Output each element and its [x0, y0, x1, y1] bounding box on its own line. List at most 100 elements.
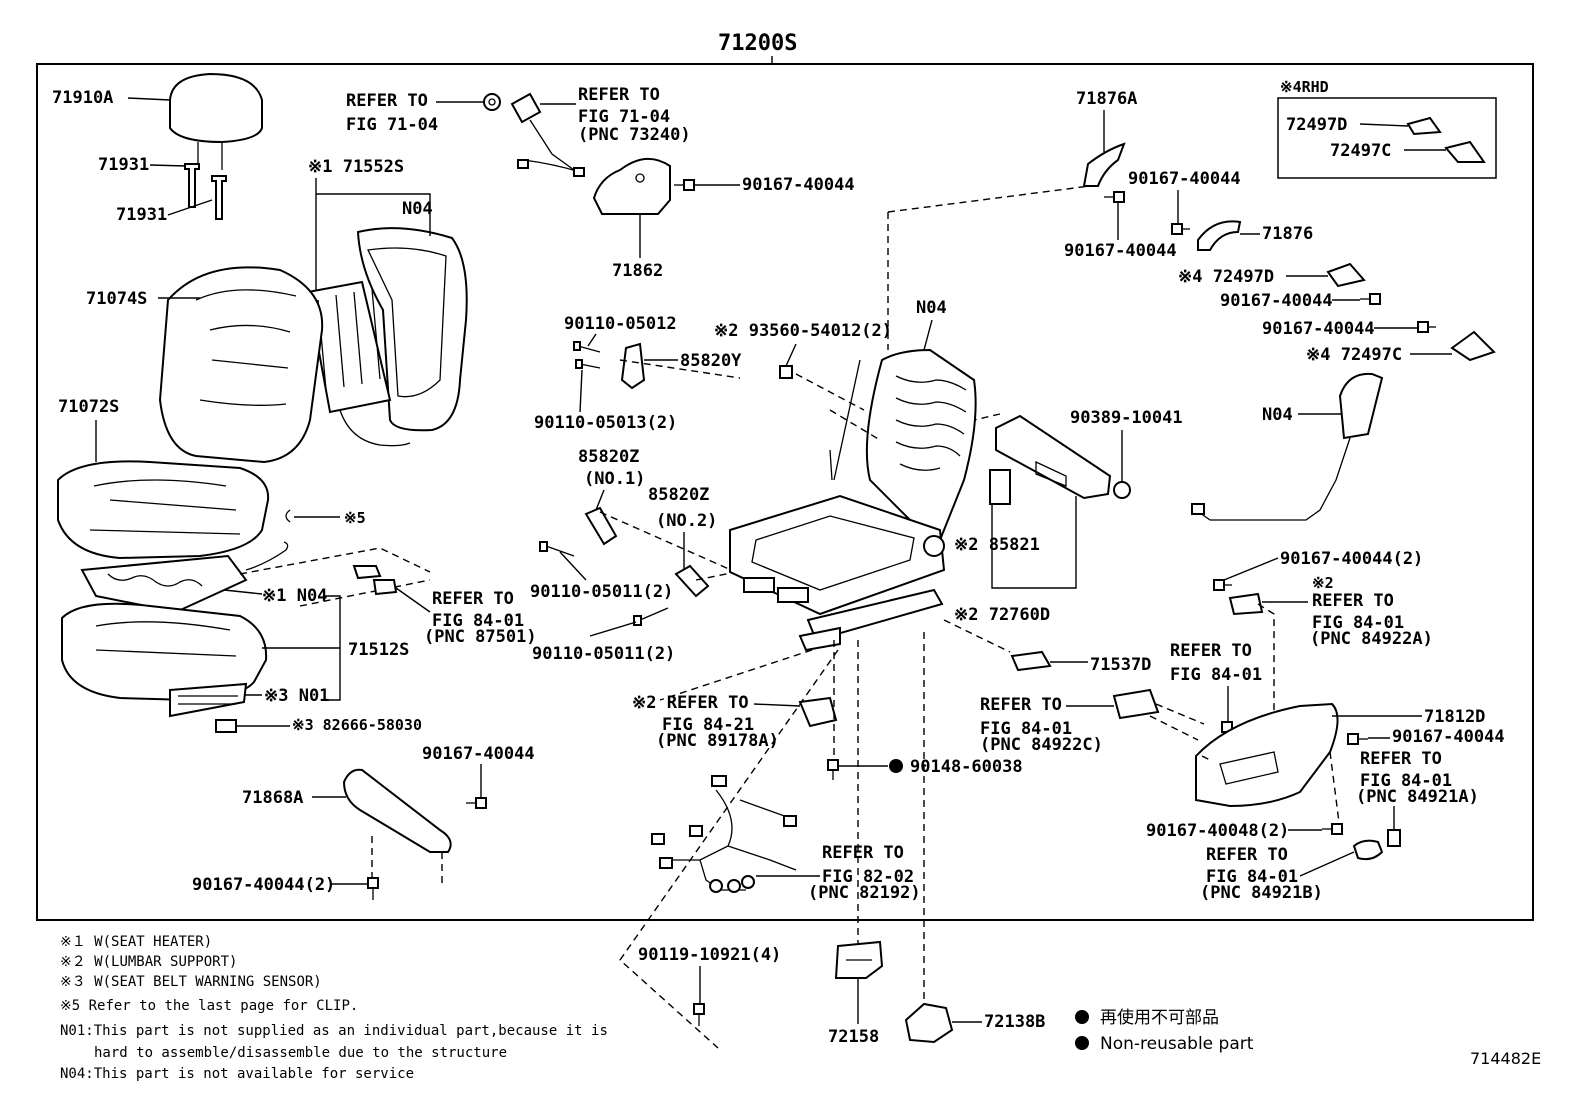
switch-85820Z-1-icon	[584, 506, 618, 546]
label-90167-40044-c: 90167-40044	[742, 175, 855, 195]
label-85820Z-no2: (NO.2)	[656, 511, 717, 531]
bracket-71876-icon	[1197, 220, 1242, 251]
label-N04-cushion: ※1 N04	[262, 586, 327, 606]
label-refer-to-10: REFER TO	[1206, 845, 1288, 865]
bolt-icon	[1213, 579, 1232, 591]
label-71812D: 71812D	[1424, 707, 1485, 727]
seat-heater-pad-icon	[306, 280, 411, 447]
label-90167-40048: 90167-40048(2)	[1146, 821, 1289, 841]
label-85820Y: 85820Y	[680, 351, 742, 371]
note-2: ※２ W(LUMBAR SUPPORT)	[60, 954, 237, 970]
label-72158: 72158	[828, 1027, 879, 1047]
bolt-icon	[1322, 823, 1343, 835]
bolt-icon	[1171, 223, 1190, 235]
note-3: ※３ W(SEAT BELT WARNING SENSOR)	[60, 974, 322, 990]
label-pnc-73240: (PNC 73240)	[578, 125, 691, 145]
bolt-icon	[1347, 733, 1368, 745]
connector-82666-icon	[215, 719, 237, 733]
label-90167-40044-2-a: 90167-40044(2)	[192, 875, 335, 895]
connector-89178A-icon	[798, 696, 838, 728]
bolt-icon	[367, 877, 379, 900]
side-airbag-icon	[1191, 372, 1384, 521]
label-4rhd: ※4RHD	[1280, 78, 1329, 96]
seat-frame-icon	[729, 348, 977, 652]
connector-84922C-icon	[1112, 688, 1160, 720]
side-shield-71868A-icon	[342, 768, 452, 853]
label-71910A: 71910A	[52, 88, 113, 108]
label-71552S: ※1 71552S	[308, 157, 404, 177]
label-71876A: 71876A	[1076, 89, 1137, 109]
legend-dot-en	[1075, 1036, 1089, 1050]
note-5: ※5 Refer to the last page for CLIP.	[60, 998, 358, 1014]
headrest-icon	[169, 72, 263, 170]
label-fig-71-04-2: FIG 71-04	[578, 107, 670, 127]
switch-85820Y-icon	[620, 342, 646, 390]
note-1: ※１ W(SEAT HEATER)	[60, 934, 212, 950]
knob-84921A-icon	[1387, 829, 1401, 847]
label-pnc-84921B: (PNC 84921B)	[1200, 883, 1323, 903]
label-refer-to-6: REFER TO	[822, 843, 904, 863]
label-fig-84-21: FIG 84-21	[662, 715, 754, 735]
cushion-heater-pad-icon	[80, 541, 289, 614]
label-fig-84-01-3: FIG 84-01	[432, 611, 524, 631]
non-reusable-dot	[889, 759, 903, 773]
label-71931-a: 71931	[98, 155, 149, 175]
lumbar-support-icon	[995, 414, 1112, 500]
headrest-guide-icon	[184, 163, 227, 220]
label-90110-05013: 90110-05013(2)	[534, 413, 677, 433]
label-90167-40044-f: 90167-40044	[1220, 291, 1333, 311]
knob-84921B-icon	[1352, 839, 1384, 861]
label-90110-05011-a: 90110-05011(2)	[530, 582, 673, 602]
seat-belt-anchor-cover-icon	[592, 158, 671, 215]
label-90110-05012: 90110-05012	[564, 314, 677, 334]
label-72760D: ※2 72760D	[954, 605, 1050, 625]
label-71074S: 71074S	[86, 289, 147, 309]
label-fig-84-01-7: FIG 84-01	[1312, 613, 1404, 633]
label-71862: 71862	[612, 261, 663, 281]
label-N01: ※3 N01	[264, 686, 329, 706]
label-72497D-rhd: 72497D	[1286, 115, 1347, 135]
cushion-cover-icon	[61, 602, 268, 702]
label-N04-airbag: N04	[1262, 405, 1293, 425]
clip-icon	[285, 509, 291, 523]
label-85820Z-no1: (NO.1)	[584, 469, 645, 489]
grommet-icon	[483, 93, 501, 111]
label-clip-5: ※5	[344, 509, 366, 527]
label-71876: 71876	[1262, 224, 1313, 244]
label-N04-back: N04	[402, 199, 433, 219]
bolt-icon	[693, 1003, 705, 1026]
label-90167-40044-d: 90167-40044	[1128, 169, 1241, 189]
label-90167-40044-a: 90167-40044	[422, 744, 535, 764]
label-pnc-84921A: (PNC 84921A)	[1356, 787, 1479, 807]
label-71072S: 71072S	[58, 397, 119, 417]
label-refer-to-4: ※2 REFER TO	[632, 693, 749, 713]
label-72497D: ※4 72497D	[1178, 267, 1274, 287]
bolt-icon	[466, 797, 487, 809]
legend-jp: 再使用不可部品	[1100, 1007, 1219, 1028]
legend-dot-jp	[1075, 1010, 1089, 1024]
bolt-icon	[1104, 191, 1125, 203]
rhd-box	[1277, 97, 1497, 179]
label-93560-54012: ※2 93560-54012(2)	[714, 321, 892, 341]
label-refer-to-1: REFER TO	[346, 91, 428, 111]
connector-84922A-icon	[1228, 592, 1264, 616]
connector-87501-icon	[352, 565, 398, 596]
label-72497C-rhd: 72497C	[1330, 141, 1391, 161]
label-90110-05011-b: 90110-05011(2)	[532, 644, 675, 664]
label-fig-84-01-8: FIG 84-01	[1170, 665, 1262, 685]
bolt-icon	[674, 179, 695, 191]
label-refer7-mark: ※2	[1312, 574, 1334, 592]
label-72138B: 72138B	[984, 1012, 1045, 1032]
label-refer-to-8: REFER TO	[1170, 641, 1252, 661]
label-71537D: 71537D	[1090, 655, 1151, 675]
label-refer-to-2: REFER TO	[578, 85, 660, 105]
label-82666-58030: ※3 82666-58030	[292, 716, 422, 734]
label-90167-40044-g: 90167-40044	[1262, 319, 1375, 339]
label-90119-10921: 90119-10921(4)	[638, 945, 781, 965]
legend-en: Non-reusable part	[1100, 1034, 1254, 1054]
label-72497C: ※4 72497C	[1306, 345, 1402, 365]
label-refer-to-7: REFER TO	[1312, 591, 1394, 611]
seat-cushion-assy-icon	[57, 460, 270, 560]
note-n04: N04:This part is not available for servi…	[60, 1066, 414, 1082]
